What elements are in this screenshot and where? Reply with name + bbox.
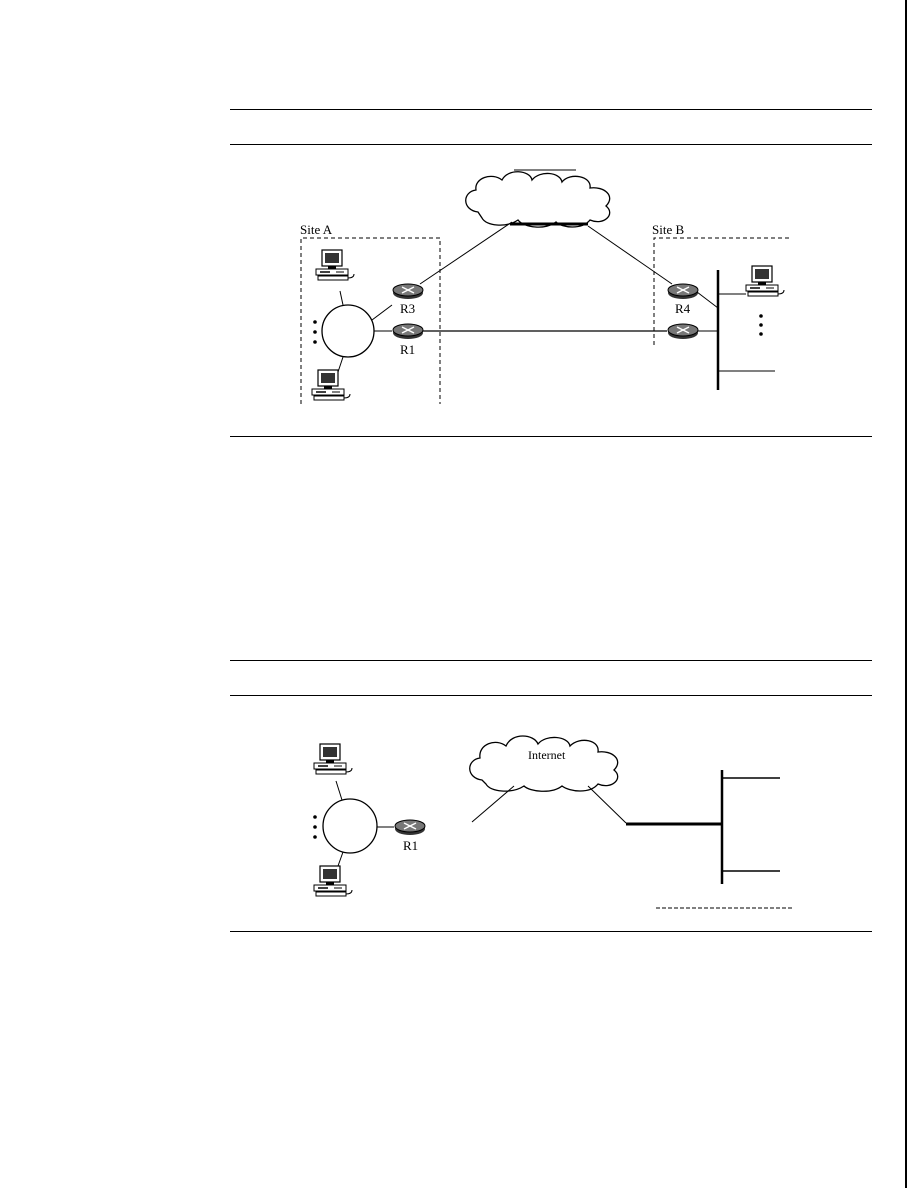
router-label-r1: R1 [403,838,418,853]
ellipsis-dot [313,320,317,324]
router-icon [392,283,424,300]
ellipsis-dot [313,835,317,839]
internet-cloud-shape [469,735,619,792]
ellipsis-dot [313,815,317,819]
internet-label: Internet [528,748,566,762]
site-a-box [300,237,441,404]
ring-network [322,798,378,854]
ellipsis-dot [759,332,763,336]
figure1-top-rule [230,109,872,110]
link [587,785,627,824]
ellipsis-dot [313,330,317,334]
link [337,851,344,867]
router-label-r1: R1 [400,342,415,357]
figure1-caption-rule [230,144,872,145]
router-icon [667,323,699,340]
figure2-caption-rule [230,695,872,696]
computer-icon [745,265,785,297]
figure1: Site A Site B R3 R1 R4 [300,169,790,404]
site-b-box [653,237,790,345]
site-a-label: Site A [300,222,333,237]
figure2-bottom-rule [230,931,872,932]
figure2: Internet R1 [313,735,794,909]
page-edge [905,0,907,1188]
computer-icon [315,249,355,281]
cloud-shape [465,171,611,228]
link [419,221,513,285]
router-label-r3: R3 [400,301,415,316]
site-b-label: Site B [652,222,684,237]
link [371,304,393,321]
router-icon [394,819,426,836]
link [471,785,515,823]
computer-icon [313,743,353,775]
computer-icon [311,369,351,401]
link [335,780,343,801]
link [339,290,344,306]
ring-network [321,304,375,358]
link [696,291,719,309]
router-label-r4: R4 [675,301,691,316]
figure2-top-rule [230,660,872,661]
computer-icon [313,865,353,897]
ellipsis-dot [313,825,317,829]
ellipsis-dot [759,314,763,318]
ellipsis-dot [759,323,763,327]
ellipsis-dot [313,340,317,344]
link [587,225,673,285]
link [337,356,344,373]
router-icon [392,323,424,340]
figure1-bottom-rule [230,436,872,437]
router-icon [667,283,699,300]
